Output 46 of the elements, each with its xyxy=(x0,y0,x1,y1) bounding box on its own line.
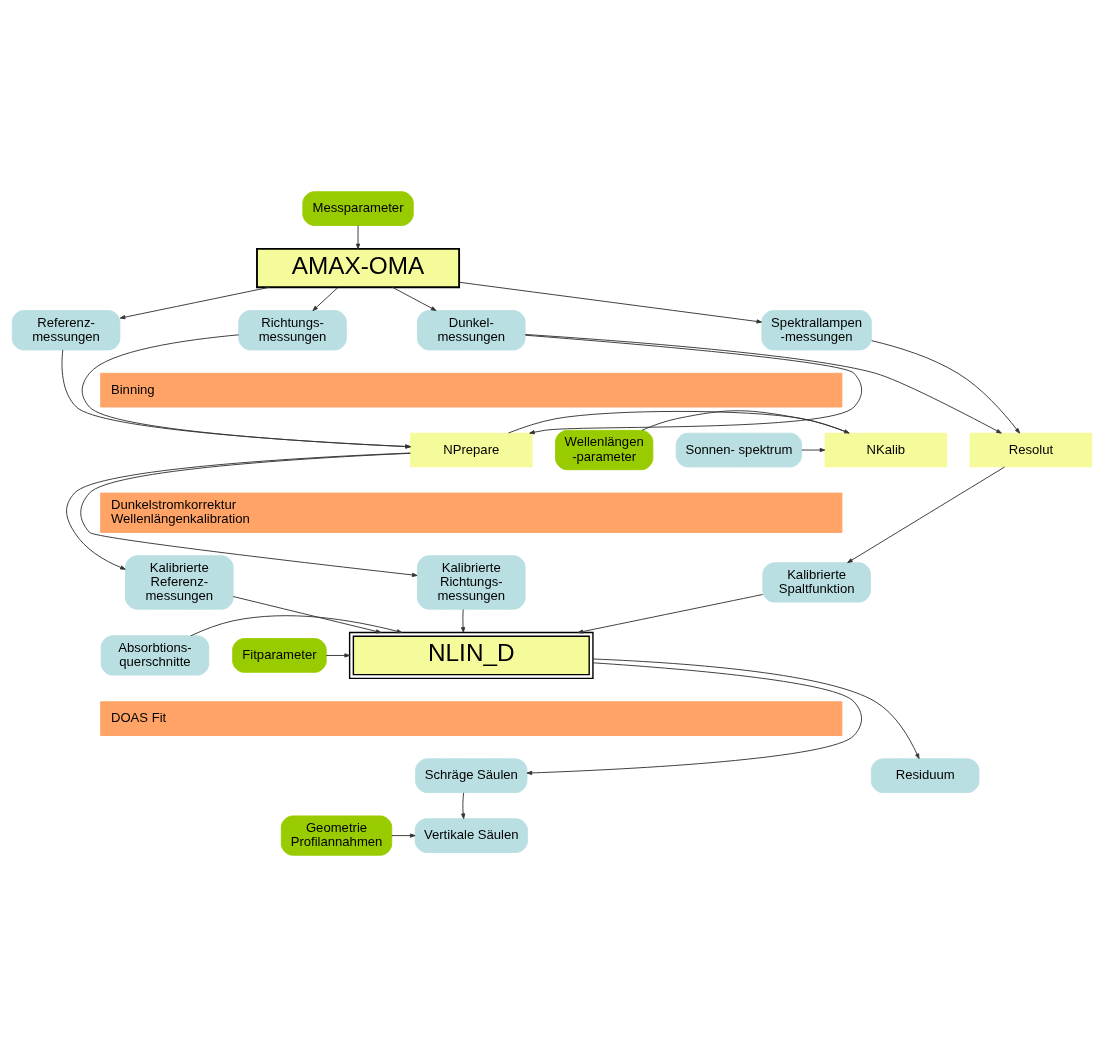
arrow xyxy=(312,286,339,311)
arrow xyxy=(391,833,416,838)
arrow xyxy=(526,661,862,775)
arrow xyxy=(460,608,466,633)
arrow xyxy=(641,409,850,433)
connector xyxy=(507,410,850,433)
node-box: Kalibrierte Spaltfunktion xyxy=(762,561,871,603)
arrow xyxy=(391,286,437,311)
arrow xyxy=(458,281,763,324)
node-box: Dunkel- messungen xyxy=(417,309,526,350)
node-box: Residuum xyxy=(870,757,980,793)
arrow xyxy=(61,348,411,449)
node-box: AMAX-OMA xyxy=(256,247,461,288)
node-box: NKalib xyxy=(824,432,948,467)
arrow xyxy=(190,614,403,636)
node-box: Resolut xyxy=(969,432,1093,467)
arrow xyxy=(871,339,1021,434)
node-box: Fitparameter xyxy=(232,637,327,673)
arrow xyxy=(119,286,271,319)
arrow xyxy=(577,593,764,634)
node-box: Geometrie Profilannahmen xyxy=(280,815,393,856)
node-box: Schräge Säulen xyxy=(415,757,528,793)
node-box: Sonnen- spektrum xyxy=(675,432,803,467)
node-box: Wellenlängen -parameter xyxy=(555,429,654,470)
node-box: NPrepare xyxy=(409,432,533,467)
node-box: DOAS Fit xyxy=(100,700,843,736)
arrow xyxy=(232,595,382,633)
arrow xyxy=(801,447,826,452)
node-box: Binning xyxy=(100,372,843,407)
arrow xyxy=(81,333,411,449)
node-box: Kalibrierte Referenz- messungen xyxy=(125,554,234,610)
node-box: Absorbtions- querschnitte xyxy=(100,634,210,676)
arrow xyxy=(524,333,1002,434)
arrow xyxy=(461,791,466,819)
arrow xyxy=(325,652,350,658)
node-box: Referenz- messungen xyxy=(11,309,121,350)
node-box: Kalibrierte Richtungs- messungen xyxy=(417,554,526,610)
node-box: Richtungs- messungen xyxy=(238,309,347,350)
arrow xyxy=(592,658,920,759)
arrow xyxy=(525,334,863,434)
node-box: Messparameter xyxy=(302,190,414,226)
node-box: Vertikale Säulen xyxy=(414,817,528,853)
node-box: Spektrallampen -messungen xyxy=(761,309,872,350)
node-box: Dunkelstromkorrektur Wellenlängenkalibration xyxy=(100,492,843,533)
arrow xyxy=(355,224,361,249)
arrow xyxy=(847,466,1006,563)
